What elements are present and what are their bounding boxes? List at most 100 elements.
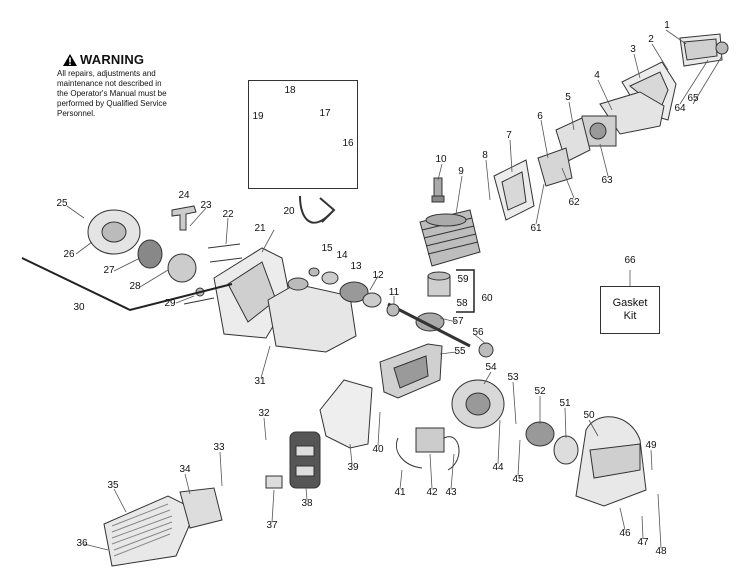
part-number: 46 [619,528,631,539]
decal-37 [265,475,283,489]
lead-41 [396,437,423,469]
muffler-7 [493,159,535,221]
part-number: 64 [674,103,686,114]
part-number: 21 [254,223,266,234]
gear-housing-50 [575,416,647,507]
leader-lines [66,29,723,551]
recoil-spring-27 [137,239,163,269]
part-number: 11 [388,287,400,298]
warning-line: Personnel. [57,109,96,118]
part-number: 2 [648,34,654,45]
part-number: 8 [482,150,488,161]
part-number: 30 [73,302,85,313]
warning-triangle-icon [63,53,77,66]
piston-58 [427,271,451,297]
part-number: 57 [452,316,464,327]
part-number: 22 [222,209,234,220]
part-number: 47 [637,537,649,548]
part-number: 52 [534,386,546,397]
starter-handle-24 [171,205,197,231]
part-number: 27 [103,265,115,276]
spark-plug-10 [431,177,445,203]
air-filter-cover-1 [679,33,729,67]
part-number: 49 [645,440,657,451]
part-number: 35 [107,480,119,491]
part-number: 62 [568,197,580,208]
fuel-tank-inset-frame [248,80,358,189]
part-number: 28 [129,281,141,292]
part-number: 19 [252,111,264,122]
part-number: 44 [492,462,504,473]
part-number: 4 [594,70,600,81]
gasket-kit-number: 66 [624,255,636,266]
part-number: 9 [458,166,464,177]
part-number: 39 [347,462,359,473]
part-number: 37 [266,520,278,531]
part-number: 48 [655,546,667,557]
part-number: 54 [485,362,497,373]
part-number: 51 [559,398,571,409]
part-number: 32 [258,408,270,419]
warning-title: WARNING [63,52,185,67]
part-number: 58 [456,298,468,309]
part-number: 45 [512,474,524,485]
part-number: 63 [601,175,613,186]
ignition-coil-42 [415,427,460,471]
part-number: 23 [200,200,212,211]
part-number: 38 [301,498,313,509]
part-number: 61 [530,223,542,234]
starter-housing-31 [267,277,357,353]
part-number: 50 [583,410,595,421]
bracket-34 [179,487,223,529]
warning-line: the Operator's Manual must be [57,89,167,98]
part-number: 31 [254,376,266,387]
part-number: 20 [283,206,295,217]
arrow-20-head [319,197,336,223]
part-number: 42 [426,487,438,498]
cylinder-9 [419,209,481,267]
part-number: 59 [457,274,469,285]
drum-51 [553,435,579,465]
part-number: 56 [472,327,484,338]
part-number: 40 [372,444,384,455]
shroud-39 [319,379,373,449]
part-number: 34 [179,464,191,475]
part-number: 15 [321,243,333,254]
part-number: 18 [284,85,296,96]
part-number: 6 [537,111,543,122]
clutch-13 [308,267,382,308]
part-number: 12 [372,270,384,281]
bracket-30 [21,257,233,312]
part-number: 5 [565,92,571,103]
crankshaft-57 [387,302,471,348]
part-number: 1 [664,20,670,31]
gasket-kit-box: Gasket Kit [600,286,660,334]
part-number: 7 [506,130,512,141]
part-number: 53 [507,372,519,383]
warning-title-text: WARNING [80,52,145,67]
warning-body: All repairs, adjustments and maintenance… [57,69,185,119]
part-number: 14 [336,250,348,261]
bearing-11 [386,303,400,317]
clutch-52 [525,421,555,447]
bearing-56 [478,342,494,358]
gasket-kit-label: Gasket Kit [612,297,648,322]
part-number: 16 [342,138,354,149]
part-number: 65 [687,93,699,104]
part-number: 3 [630,44,636,55]
pulley-28 [167,253,197,283]
warning-line: performed by Qualified Service [57,99,167,108]
starter-pulley-26 [87,209,141,255]
part-number: 33 [213,442,225,453]
part-number: 55 [454,346,466,357]
warning-notice: WARNING All repairs, adjustments and mai… [57,52,185,119]
part-number: 43 [445,487,457,498]
part-number: 17 [319,108,331,119]
part-number: 41 [394,487,406,498]
flywheel-54 [451,379,505,429]
part-number: 10 [435,154,447,165]
part-number: 60 [481,293,493,304]
warning-line: All repairs, adjustments and [57,69,156,78]
